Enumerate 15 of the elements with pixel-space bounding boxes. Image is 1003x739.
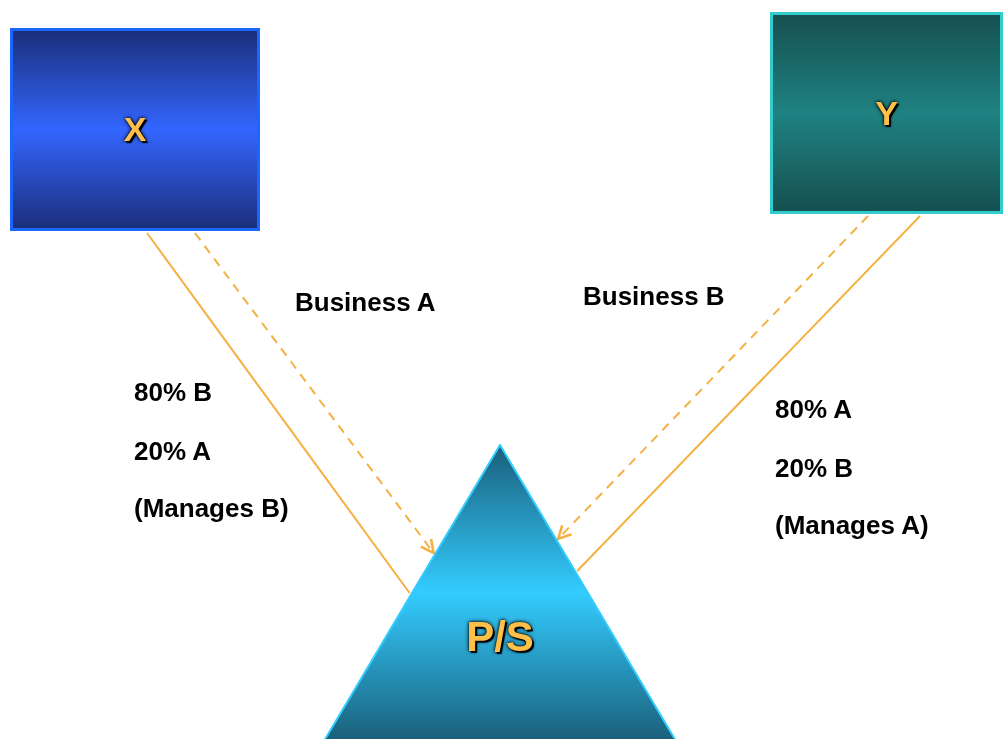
- node-label: Y: [875, 93, 898, 133]
- dashed-arrow: [194, 232, 435, 555]
- connector-line: [576, 215, 921, 572]
- annotation-text: 20% B: [775, 454, 854, 483]
- node-label: X: [123, 110, 147, 149]
- annotation-text: (Manages B): [134, 494, 289, 523]
- dashed-arrow: [556, 215, 869, 541]
- node-label: P/S: [466, 612, 534, 661]
- annotation-text: Business B: [583, 282, 725, 311]
- annotation-text: Business A: [295, 288, 436, 317]
- annotation-text: 80% A: [775, 395, 853, 424]
- connector-line: [146, 232, 411, 594]
- annotation-text: 80% B: [134, 378, 213, 407]
- annotation-text: (Manages A): [775, 511, 929, 540]
- annotation-text: 20% A: [134, 437, 212, 466]
